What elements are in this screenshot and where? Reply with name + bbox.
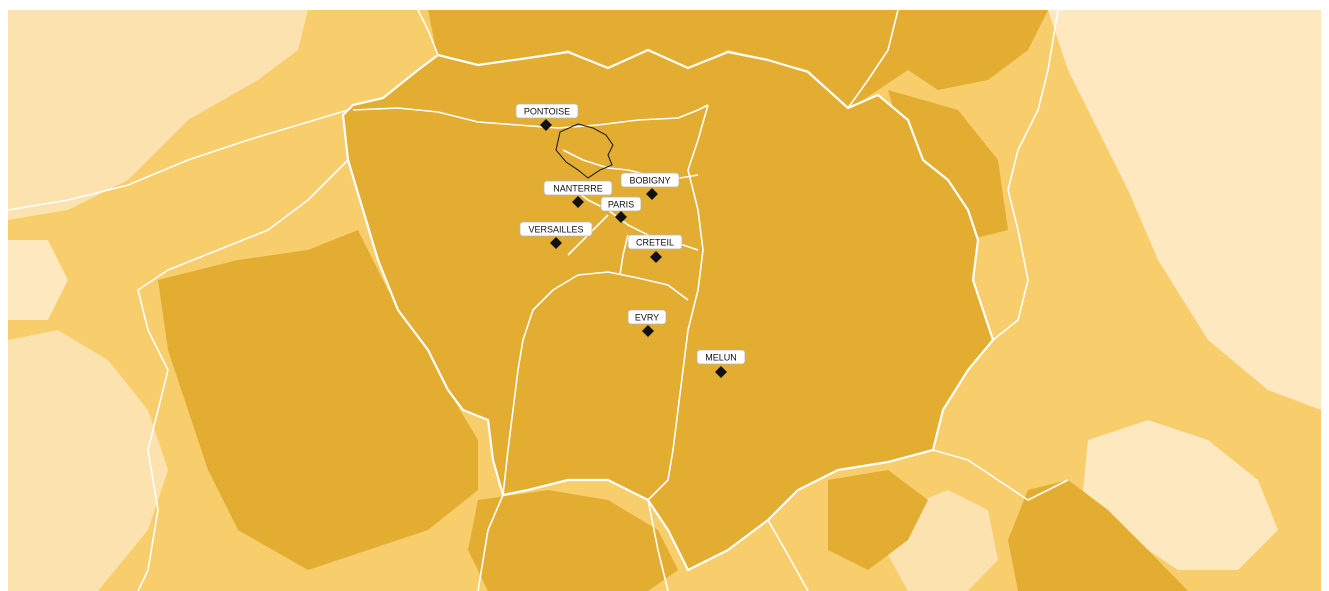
- city-creteil[interactable]: CRETEIL: [627, 234, 683, 263]
- diamond-marker-icon: [615, 211, 627, 223]
- diamond-marker-icon: [572, 196, 584, 208]
- city-label-melun: MELUN: [705, 353, 737, 363]
- diamond-marker-icon: [540, 119, 552, 131]
- diamond-marker-icon: [646, 188, 658, 200]
- city-bobigny[interactable]: BOBIGNY: [620, 172, 680, 200]
- city-label-creteil: CRETEIL: [636, 238, 674, 248]
- city-label-background: [627, 234, 683, 250]
- city-label-paris: PARIS: [608, 200, 634, 210]
- city-markers: PONTOISE NANTERRE BOBIGNY PARIS: [515, 103, 746, 378]
- city-label-evry: EVRY: [635, 313, 659, 323]
- city-pontoise[interactable]: PONTOISE: [515, 103, 579, 131]
- diamond-marker-icon: [550, 237, 562, 249]
- map-view[interactable]: PONTOISE NANTERRE BOBIGNY PARIS: [8, 10, 1321, 591]
- city-label-background: [620, 172, 680, 188]
- city-label-versailles: VERSAILLES: [528, 225, 583, 235]
- city-label-bobigny: BOBIGNY: [629, 176, 670, 186]
- city-label-background: [515, 103, 579, 119]
- city-nanterre[interactable]: NANTERRE: [543, 180, 613, 208]
- ile-de-france-region: [341, 48, 995, 572]
- city-label-background: [696, 349, 746, 365]
- city-label-background: [519, 221, 593, 237]
- city-evry[interactable]: EVRY: [627, 309, 667, 337]
- diamond-marker-icon: [642, 325, 654, 337]
- dark-zones: [158, 10, 1188, 591]
- diamond-marker-icon: [650, 251, 662, 263]
- city-label-background: [543, 180, 613, 196]
- city-label-background: [627, 309, 667, 325]
- light-zones: [8, 10, 1321, 591]
- city-melun[interactable]: MELUN: [696, 349, 746, 378]
- highlighted-commune-outline: [555, 123, 614, 179]
- diamond-marker-icon: [715, 366, 727, 378]
- city-versailles[interactable]: VERSAILLES: [519, 221, 593, 249]
- city-label-nanterre: NANTERRE: [553, 184, 603, 194]
- city-label-pontoise: PONTOISE: [524, 107, 570, 117]
- city-paris[interactable]: PARIS: [600, 196, 642, 223]
- neighbor-region-borders: [8, 10, 1069, 591]
- map-canvas[interactable]: PONTOISE NANTERRE BOBIGNY PARIS: [8, 10, 1321, 591]
